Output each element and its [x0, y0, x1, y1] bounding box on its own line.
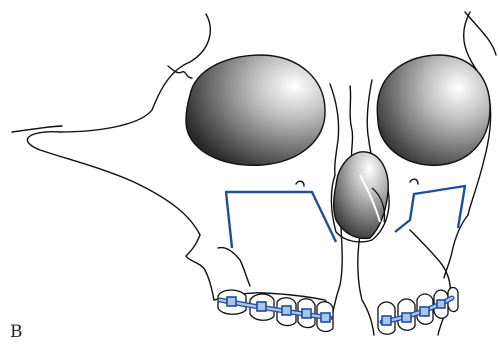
bracket-left-1 — [227, 297, 236, 306]
bracket-left-3 — [282, 306, 291, 315]
temporal-line — [465, 12, 496, 55]
left-zygoma — [186, 235, 214, 300]
bracket-left-2 — [257, 302, 266, 311]
left-maxilla-inner — [218, 248, 250, 287]
cranium-outline — [27, 14, 210, 235]
nasal-bone-left — [330, 84, 339, 175]
right-orbit — [377, 55, 490, 165]
foramen-left — [296, 181, 304, 186]
bracket-left-4 — [302, 309, 311, 318]
nasal-cavity — [334, 152, 389, 239]
foramen-right — [410, 179, 418, 184]
nasal-suture — [350, 86, 353, 162]
midline-right — [358, 235, 374, 335]
panel-label: B — [10, 322, 23, 342]
bracket-left-5 — [321, 313, 330, 322]
bracket-right-2 — [402, 313, 411, 322]
bracket-right-1 — [382, 316, 391, 325]
right-zygoma — [444, 215, 468, 278]
bracket-right-4 — [437, 300, 445, 308]
osteotomy-line-left — [226, 192, 336, 248]
left-orbit — [186, 55, 325, 165]
osteotomy-line-right — [395, 186, 465, 232]
bracket-right-3 — [420, 307, 429, 316]
